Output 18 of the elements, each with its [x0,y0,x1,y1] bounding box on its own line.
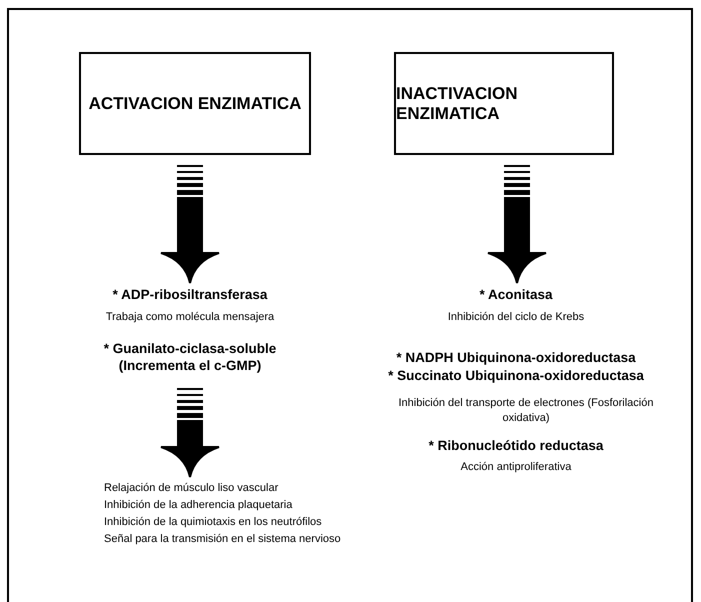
effect-text: Acción antiproliferativa [460,460,572,475]
enzyme-name: * Aconitasa [478,286,554,303]
enzyme-name: * Guanilato-ciclasa-soluble (Incrementa el c-GMP) [102,340,278,374]
effect-text: Inhibición del ciclo de Krebs [446,310,586,325]
box-title: ACTIVACION ENZIMATICA [88,94,302,114]
effect-text: Relajación de músculo liso vascular [104,481,280,496]
effect-text: Inhibición del transporte de electrones (Fosforilación oxidativa) [398,396,654,426]
process-box [394,52,614,155]
enzyme-name: * NADPH Ubiquinona-oxidoreductasa [395,349,637,366]
enzyme-name: * Ribonucleótido reductasa [428,437,604,454]
effect-text: Inhibición de la adherencia plaquetaria [104,498,294,513]
enzyme-name: * Succinato Ubiquinona-oxidoreductasa [387,367,645,384]
box-title: INACTIVACION ENZIMATICA [396,84,519,124]
effect-text: Inhibición de la quimiotaxis en los neutrófilos [104,515,323,530]
enzyme-name: * ADP-ribosiltransferasa [112,286,268,303]
effect-text: Señal para la transmisión en el sistema nervioso [104,532,342,547]
effect-text: Trabaja como molécula mensajera [104,310,276,325]
process-box [79,52,311,155]
